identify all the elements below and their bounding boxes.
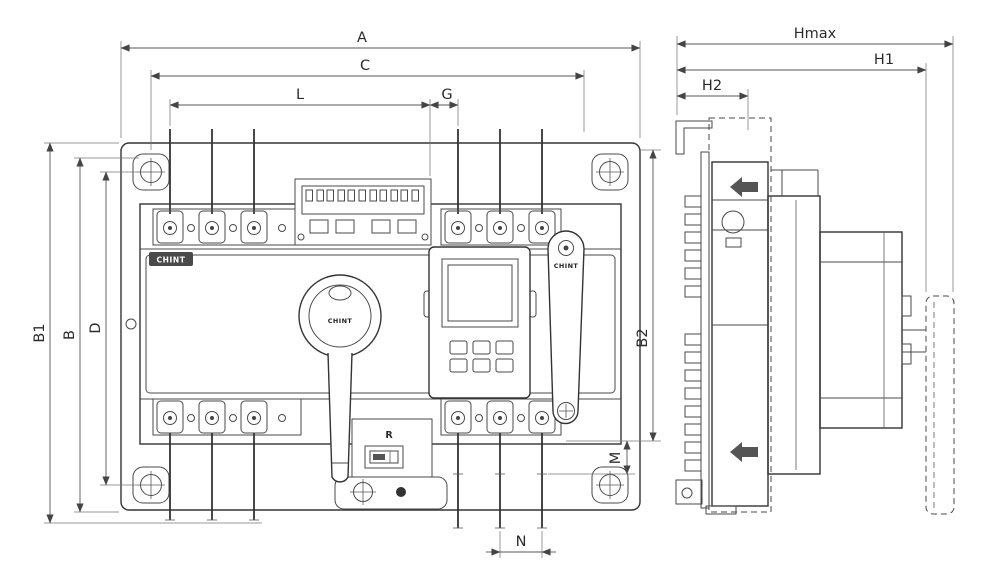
display-screen [447, 264, 513, 322]
dim-label-b: B [62, 330, 78, 340]
accessory-block: R [351, 418, 433, 479]
dim-d: D [88, 171, 138, 486]
dim-b2: B2 [566, 149, 661, 442]
dim-h1: H1 [676, 52, 927, 292]
dim-b: B [62, 157, 139, 513]
controller-panel [423, 246, 537, 399]
dim-a: A [120, 30, 641, 138]
keypad-button [472, 340, 491, 355]
body-rear-block [819, 231, 903, 429]
display-bezel [441, 258, 519, 328]
direction-arrow-icon [730, 177, 758, 197]
keypad [449, 340, 514, 373]
dim-g: G [429, 87, 459, 126]
dim-label-g: G [441, 87, 452, 103]
direction-arrow-icon [730, 442, 758, 462]
front-view: CHINT R [120, 129, 641, 529]
rotary-handle: CHINT [298, 274, 382, 483]
mount-hole-icon [137, 158, 624, 499]
device-center-band [145, 254, 616, 394]
dim-label-h1: H1 [874, 52, 894, 68]
dim-label-b1: B1 [32, 323, 48, 342]
control-terminal-block [294, 178, 432, 246]
dim-label-n: N [516, 534, 527, 550]
mechanism-detail [721, 210, 745, 234]
keypad-button [449, 358, 468, 373]
dim-hmax: Hmax [676, 26, 954, 292]
top-supply-wires [169, 129, 543, 214]
brand-text-side-handle: CHINT [554, 262, 579, 270]
mounting-plate [120, 142, 641, 511]
screw-cross-icon [350, 479, 376, 505]
dim-label-m: M [608, 452, 624, 465]
dimensions: A C L G B1 [32, 26, 954, 558]
terminal-fins [684, 195, 702, 472]
bottom-tab [334, 476, 448, 510]
side-view [675, 117, 955, 515]
dim-label-h2: H2 [702, 78, 722, 94]
dim-h2: H2 [676, 78, 749, 130]
brand-text: CHINT [157, 256, 186, 265]
indicator-dot-icon [396, 487, 406, 497]
dim-label-l: L [296, 87, 304, 103]
bottom-load-wires [165, 433, 547, 529]
dim-label-d: D [88, 322, 104, 333]
dim-label-b2: B2 [635, 328, 651, 347]
keypad-button [449, 340, 468, 355]
brand-text-handle: CHINT [328, 317, 353, 325]
corner-mount-holes [132, 153, 629, 504]
brand-plate: CHINT [149, 252, 193, 266]
part-label-r: R [385, 430, 393, 441]
manual-handle: CHINT [547, 230, 585, 425]
plate-side-hole [125, 318, 137, 330]
body-mid-block [767, 195, 821, 475]
dim-b1: B1 [32, 142, 262, 524]
mounting-plate-edge [700, 151, 710, 509]
dim-n: N [486, 531, 556, 558]
dim-c: C [150, 58, 585, 150]
top-flange [675, 120, 713, 155]
dim-label-a: A [357, 30, 367, 46]
handle-envelope-dashed [925, 295, 955, 515]
keypad-button [472, 358, 491, 373]
handle-lever [327, 352, 353, 483]
dim-l: L [169, 87, 431, 176]
keypad-button [495, 340, 514, 355]
dim-label-hmax: Hmax [794, 26, 837, 42]
keypad-button [495, 358, 514, 373]
din-clip [675, 479, 737, 515]
dim-label-c: C [360, 58, 370, 74]
dim-m: M [548, 440, 635, 475]
